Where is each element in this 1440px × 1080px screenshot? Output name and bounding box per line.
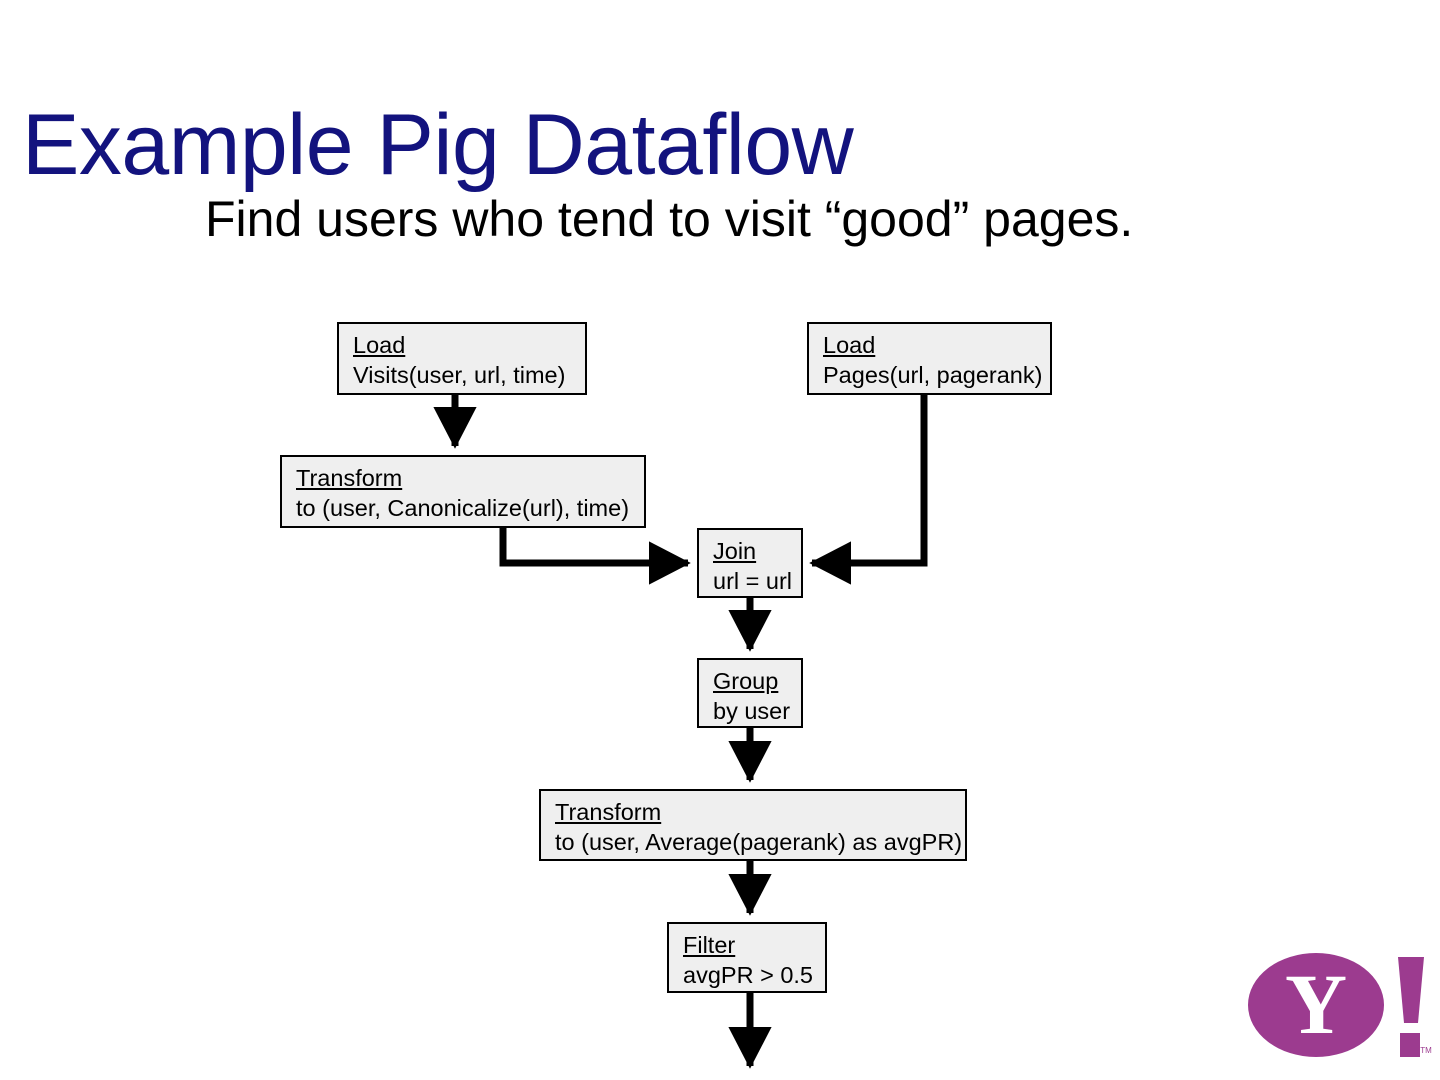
node-filter-title: Filter: [683, 932, 736, 958]
node-group[interactable]: Group by user: [697, 658, 803, 728]
node-transform-average[interactable]: Transform to (user, Average(pagerank) as…: [539, 789, 967, 861]
node-load-visits-detail: Visits(user, url, time): [353, 361, 566, 388]
yahoo-exclamation-icon: [1398, 957, 1424, 1023]
node-load-visits[interactable]: Load Visits(user, url, time): [337, 322, 587, 395]
yahoo-exclamation-dot-icon: [1400, 1033, 1420, 1057]
node-join-title: Join: [713, 538, 757, 564]
yahoo-oval-icon: [1248, 953, 1384, 1057]
yahoo-trademark-icon: TM: [1420, 1046, 1432, 1055]
node-load-pages-title: Load: [823, 332, 876, 358]
node-join[interactable]: Join url = url: [697, 528, 803, 598]
node-filter-detail: avgPR > 0.5: [683, 961, 813, 988]
node-filter[interactable]: Filter avgPR > 0.5: [667, 922, 827, 993]
node-transform-canonicalize[interactable]: Transform to (user, Canonicalize(url), t…: [280, 455, 646, 528]
node-join-detail: url = url: [713, 567, 793, 594]
node-group-detail: by user: [713, 697, 791, 724]
edge-load-pages-to-join: [809, 395, 928, 585]
slide-subtitle: Find users who tend to visit “good” page…: [205, 191, 1134, 247]
node-transform-canonicalize-detail: to (user, Canonicalize(url), time): [296, 494, 630, 521]
edge-transform-to-join: [499, 528, 691, 585]
node-transform-average-title: Transform: [555, 799, 662, 825]
node-group-title: Group: [713, 668, 779, 694]
yahoo-logo: Y TM: [1248, 953, 1432, 1057]
node-load-pages[interactable]: Load Pages(url, pagerank): [807, 322, 1052, 395]
page-title: Example Pig Dataflow: [22, 96, 854, 193]
node-load-visits-title: Load: [353, 332, 406, 358]
node-load-pages-detail: Pages(url, pagerank): [823, 361, 1043, 388]
node-transform-average-detail: to (user, Average(pagerank) as avgPR): [555, 828, 963, 855]
yahoo-letter-y: Y: [1285, 956, 1347, 1052]
node-transform-canonicalize-title: Transform: [296, 465, 403, 491]
